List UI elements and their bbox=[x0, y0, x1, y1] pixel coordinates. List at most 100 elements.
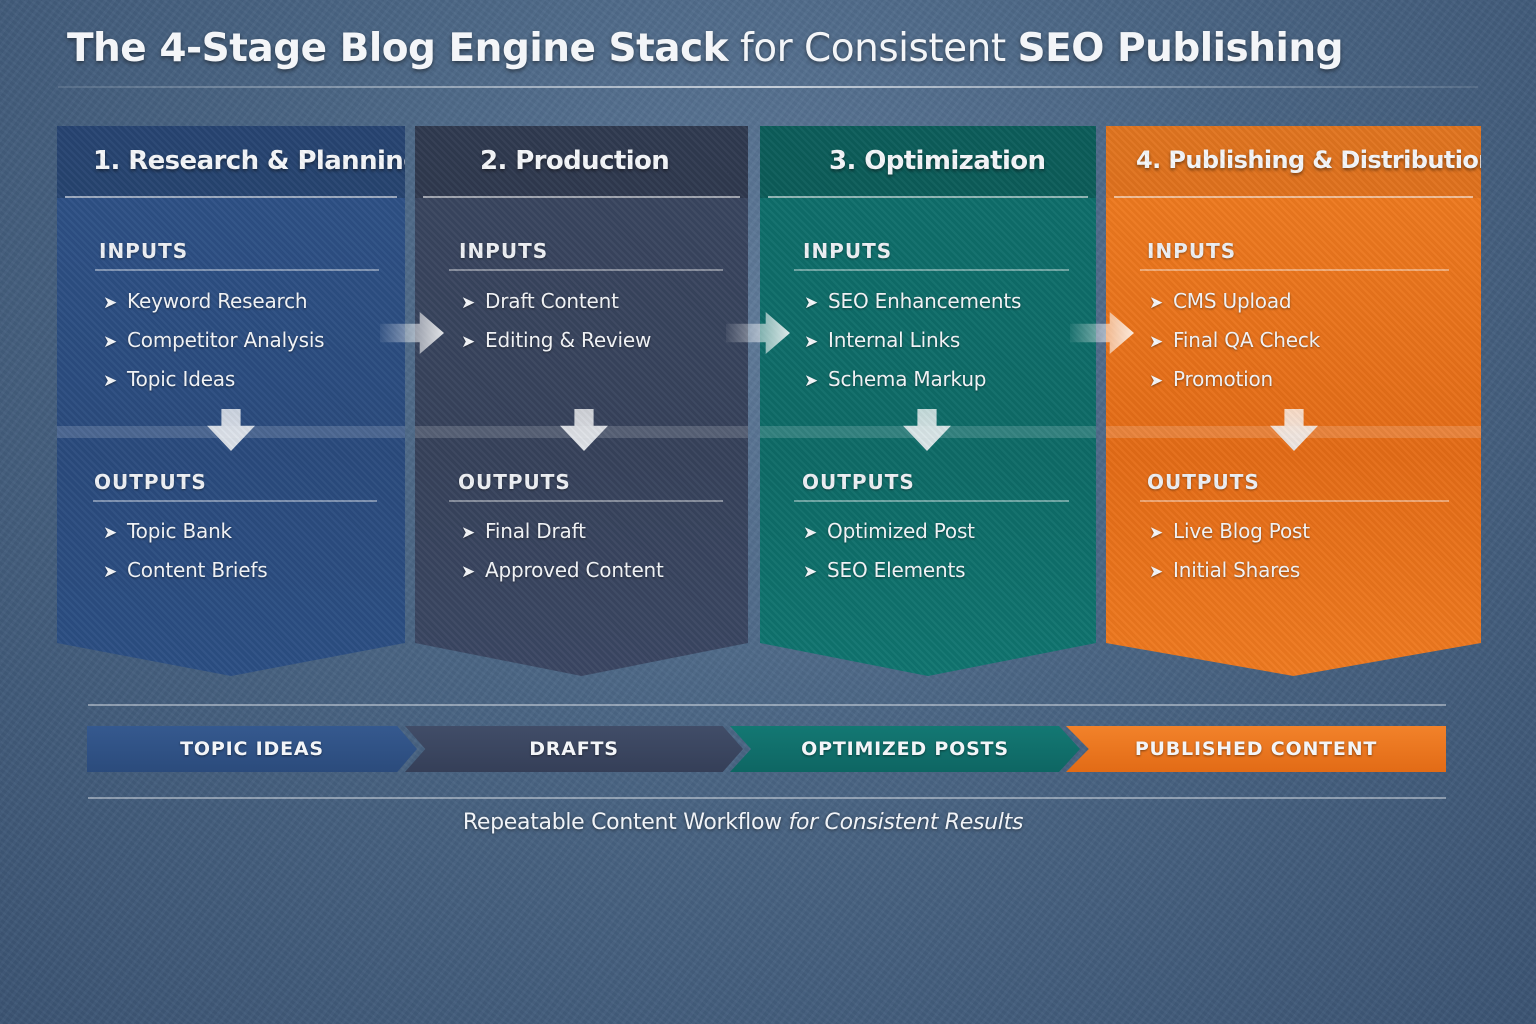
list-item-text: Promotion bbox=[1173, 367, 1274, 391]
stage-research-planning: 1. Research & Planning INPUTS ➤ Keyword R… bbox=[57, 126, 405, 676]
flow-step-published-content: PUBLISHED CONTENT bbox=[1066, 726, 1446, 772]
stage-header: 4. Publishing & Distribution bbox=[1106, 126, 1481, 198]
footer-part-1: Repeatable Content Workflow bbox=[462, 810, 782, 835]
list-item: ➤ Content Briefs bbox=[103, 552, 268, 591]
chevron-right-icon: ➤ bbox=[461, 293, 476, 313]
outputs-divider bbox=[794, 500, 1069, 502]
page-title: The 4-Stage Blog Engine Stack for Consis… bbox=[0, 26, 1410, 71]
list-item: ➤ CMS Upload bbox=[1149, 283, 1320, 322]
list-item: ➤ SEO Elements bbox=[803, 552, 975, 591]
list-item: ➤ Topic Ideas bbox=[103, 361, 324, 400]
list-item-text: Topic Bank bbox=[127, 519, 232, 543]
stage-header-divider bbox=[1114, 196, 1473, 198]
list-item: ➤ Editing & Review bbox=[461, 322, 651, 361]
chevron-right-icon: ➤ bbox=[1149, 371, 1164, 391]
list-item-text: Schema Markup bbox=[828, 367, 987, 391]
inputs-list: ➤ SEO Enhancements ➤ Internal Links ➤ Schem… bbox=[804, 283, 1021, 400]
outputs-label: OUTPUTS bbox=[458, 470, 571, 494]
list-item-text: Approved Content bbox=[485, 558, 664, 582]
inputs-label: INPUTS bbox=[99, 239, 189, 263]
chevron-right-icon: ➤ bbox=[1149, 332, 1164, 352]
inputs-divider bbox=[95, 269, 379, 271]
chevron-right-icon: ➤ bbox=[804, 332, 819, 352]
stage-title: 4. Publishing & Distribution bbox=[1136, 146, 1495, 174]
outputs-divider bbox=[93, 500, 377, 502]
list-item: ➤ Promotion bbox=[1149, 361, 1320, 400]
list-item-text: Initial Shares bbox=[1173, 558, 1301, 582]
stage-publishing-distribution: 4. Publishing & Distribution INPUTS ➤ CMS… bbox=[1106, 126, 1481, 676]
list-item-text: CMS Upload bbox=[1173, 289, 1292, 313]
list-item-text: Editing & Review bbox=[485, 328, 652, 352]
stage-title: 2. Production bbox=[480, 146, 670, 176]
chevron-right-icon: ➤ bbox=[461, 332, 476, 352]
outputs-divider bbox=[1140, 500, 1449, 502]
inputs-label: INPUTS bbox=[459, 239, 549, 263]
flow-step-drafts: DRAFTS bbox=[405, 726, 743, 772]
list-item-text: Topic Ideas bbox=[127, 367, 236, 391]
list-item: ➤Competitor Analysis bbox=[103, 322, 325, 361]
list-item-text: Final Draft bbox=[485, 519, 586, 543]
list-item: ➤ Final QA Check bbox=[1149, 322, 1320, 361]
outputs-list: ➤ Topic Bank ➤ Content Briefs bbox=[103, 513, 268, 591]
list-item-text: SEO Enhancements bbox=[828, 289, 1022, 313]
inputs-divider bbox=[794, 269, 1069, 271]
inputs-list: ➤ CMS Upload ➤ Final QA Check ➤ Promotion bbox=[1149, 283, 1320, 400]
list-item-text: Keyword Research bbox=[127, 289, 308, 313]
list-item: ➤Approved Content bbox=[461, 552, 664, 591]
chevron-right-icon: ➤ bbox=[461, 523, 476, 543]
stage-header: 1. Research & Planning bbox=[57, 126, 405, 198]
inputs-list: ➤Keyword Research ➤Competitor Analysis ➤… bbox=[103, 283, 325, 400]
list-item: ➤ Initial Shares bbox=[1149, 552, 1310, 591]
chevron-right-icon: ➤ bbox=[804, 371, 819, 391]
list-item-text: Competitor Analysis bbox=[127, 328, 325, 352]
outputs-list: ➤Live Blog Post ➤ Initial Shares bbox=[1149, 513, 1310, 591]
list-item-text: Content Briefs bbox=[127, 558, 268, 582]
outputs-list: ➤Optimized Post ➤SEO Elements bbox=[803, 513, 975, 591]
chevron-right-icon: ➤ bbox=[804, 293, 819, 313]
chevron-right-icon: ➤ bbox=[103, 293, 118, 313]
chevron-right-icon: ➤ bbox=[1149, 562, 1164, 582]
outputs-label: OUTPUTS bbox=[802, 470, 915, 494]
flow-step-topic-ideas: TOPIC IDEAS bbox=[87, 726, 417, 772]
list-item: ➤Draft Content bbox=[461, 283, 651, 322]
inputs-divider bbox=[449, 269, 723, 271]
list-item: ➤Live Blog Post bbox=[1149, 513, 1310, 552]
stage-production: 2. Production INPUTS ➤Draft Content ➤ Edi… bbox=[415, 126, 748, 676]
outputs-label: OUTPUTS bbox=[94, 470, 207, 494]
list-item-text: Final QA Check bbox=[1173, 328, 1321, 352]
list-item-text: SEO Elements bbox=[827, 558, 966, 582]
title-divider bbox=[58, 86, 1478, 88]
flow-divider-top bbox=[88, 704, 1446, 706]
arrow-down-icon bbox=[1270, 409, 1318, 451]
inputs-list: ➤Draft Content ➤ Editing & Review bbox=[461, 283, 651, 361]
list-item: ➤ Internal Links bbox=[804, 322, 1021, 361]
outputs-label: OUTPUTS bbox=[1147, 470, 1260, 494]
list-item: ➤ Schema Markup bbox=[804, 361, 1021, 400]
chevron-right-icon: ➤ bbox=[103, 371, 118, 391]
stage-title: 1. Research & Planning bbox=[93, 146, 422, 176]
list-item: ➤ Final Draft bbox=[461, 513, 664, 552]
stage-header-divider bbox=[423, 196, 740, 198]
footer-part-2: for Consistent Results bbox=[788, 810, 1024, 835]
inputs-label: INPUTS bbox=[1147, 239, 1237, 263]
footer-caption: Repeatable Content Workflow for Consiste… bbox=[0, 810, 1486, 835]
flow-step-optimized-posts: OPTIMIZED POSTS bbox=[730, 726, 1080, 772]
stage-header: 3. Optimization bbox=[760, 126, 1096, 198]
chevron-right-icon: ➤ bbox=[1149, 293, 1164, 313]
title-part-3: SEO Publishing bbox=[1017, 26, 1344, 71]
list-item-text: Internal Links bbox=[828, 328, 961, 352]
stage-header: 2. Production bbox=[415, 126, 748, 198]
arrow-down-icon bbox=[903, 409, 951, 451]
stage-title: 3. Optimization bbox=[829, 146, 1046, 176]
chevron-right-icon: ➤ bbox=[803, 562, 818, 582]
inputs-divider bbox=[1140, 269, 1449, 271]
arrow-down-icon bbox=[207, 409, 255, 451]
stage-optimization: 3. Optimization INPUTS ➤SEO Enhancements… bbox=[760, 126, 1096, 676]
stage-header-divider bbox=[768, 196, 1088, 198]
chevron-right-icon: ➤ bbox=[103, 562, 118, 582]
list-item-text: Live Blog Post bbox=[1173, 519, 1310, 543]
chevron-right-icon: ➤ bbox=[103, 523, 118, 543]
chevron-right-icon: ➤ bbox=[803, 523, 818, 543]
flow-divider-bottom bbox=[88, 797, 1446, 799]
list-item: ➤ Topic Bank bbox=[103, 513, 267, 552]
